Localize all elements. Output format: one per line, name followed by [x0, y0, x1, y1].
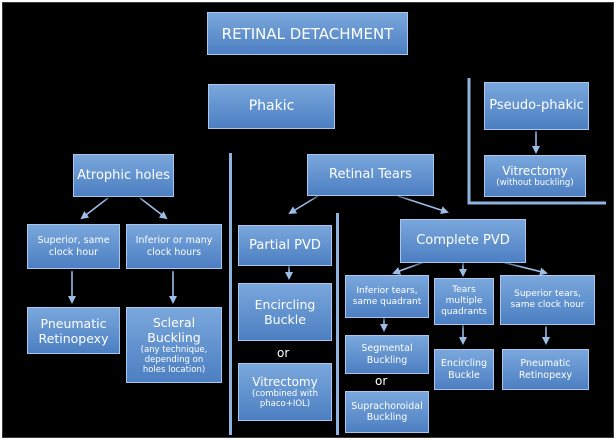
arrow-atrophic-superior: [80, 197, 109, 220]
phakic-box: Phakic: [208, 84, 335, 129]
retinal-tears-box: Retinal Tears: [307, 154, 434, 196]
scleral-buckling-label: Scleral Buckling: [147, 314, 201, 345]
partial-pvd-box: Partial PVD: [238, 225, 332, 266]
suprachoroidal-buckling-box: Suprachoroidal Buckling: [345, 391, 429, 433]
vitrectomy-pvd-label: Vitrectomy: [252, 374, 318, 389]
vitrectomy-pseudophakic-box: Vitrectomy (without buckling): [484, 155, 586, 197]
pneumatic-retinopexy-box-1: Pneumatic Retinopexy: [27, 307, 120, 354]
scleral-buckling-box: Scleral Buckling (any technique, dependi…: [126, 307, 222, 383]
pseudo-phakic-bracket: [467, 78, 606, 205]
inferior-same-quadrant-box: Inferior tears, same quadrant: [345, 275, 429, 318]
vitrectomy-pseudophakic-note: (without buckling): [496, 178, 574, 189]
or-label-2: or: [375, 374, 388, 388]
tears-multiple-quadrants-box: Tears multiple quadrants: [434, 278, 494, 325]
atrophic-holes-box: Atrophic holes: [73, 154, 174, 197]
pseudo-phakic-box: Pseudo-phakic: [484, 82, 589, 130]
inferior-many-clock-box: Inferior or many clock hours: [126, 224, 222, 269]
complete-pvd-box: Complete PVD: [400, 219, 526, 263]
arrow-retinaltears-partial: [288, 195, 319, 215]
arrow-complete-inferior: [392, 261, 425, 275]
vitrectomy-pseudophakic-label: Vitrectomy: [502, 163, 568, 178]
superior-tears-same-clock-box: Superior tears, same clock hour: [500, 275, 595, 325]
divider-line-right: [336, 213, 339, 435]
superior-same-clock-box: Superior, same clock hour: [27, 224, 120, 269]
encircling-buckle-box-1: Encircling Buckle: [238, 283, 332, 341]
segmental-buckling-box: Segmental Buckling: [345, 335, 429, 374]
vitrectomy-pvd-box: Vitrectomy (combined with phaco+IOL): [238, 363, 332, 421]
pneumatic-retinopexy-box-2: Pneumatic Retinopexy: [502, 349, 589, 390]
divider-line-left: [229, 153, 232, 435]
vitrectomy-pvd-note: (combined with phaco+IOL): [252, 389, 318, 410]
arrow-atrophic-inferior: [139, 197, 168, 220]
title-box: RETINAL DETACHMENT: [207, 12, 408, 55]
arrow-complete-superior: [501, 261, 548, 276]
arrow-retinaltears-complete: [397, 195, 449, 214]
scleral-buckling-note: (any technique, depending on holes locat…: [140, 344, 208, 376]
or-label-1: or: [277, 346, 290, 360]
encircling-buckle-box-2: Encircling Buckle: [434, 349, 494, 390]
